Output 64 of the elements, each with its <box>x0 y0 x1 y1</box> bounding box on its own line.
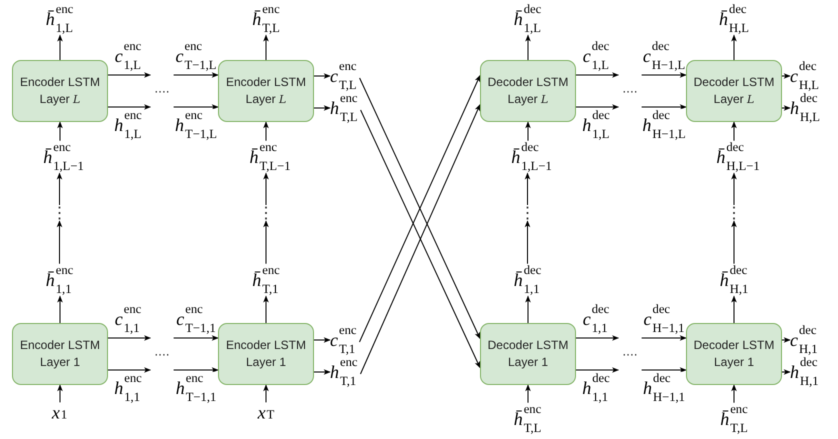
horizontal-ellipsis: ···· <box>154 349 170 361</box>
arrow <box>525 121 531 142</box>
horizontal-ellipsis: ···· <box>154 86 170 98</box>
arrow <box>782 73 791 79</box>
arrow <box>576 335 620 341</box>
arrow <box>57 121 63 142</box>
arrow <box>314 73 331 79</box>
arrow <box>173 104 219 110</box>
arrow <box>524 220 530 264</box>
vertical-ellipsis: ⋮ <box>52 205 68 221</box>
arrow <box>263 172 269 206</box>
arrow <box>576 367 620 373</box>
arrow <box>108 367 152 373</box>
arrow <box>576 104 620 110</box>
arrow <box>108 335 152 341</box>
arrow <box>641 335 687 341</box>
arrow <box>731 220 737 264</box>
arrow <box>57 296 63 324</box>
arrow <box>524 172 530 206</box>
arrow <box>782 369 791 375</box>
arrow <box>314 369 331 375</box>
arrow <box>731 121 737 142</box>
arrow <box>525 34 531 60</box>
horizontal-ellipsis: ···· <box>622 349 638 361</box>
lstm-cell-box: Decoder LSTM Layer L <box>686 60 782 122</box>
lstm-cell-box: Decoder LSTM Layer L <box>480 60 576 122</box>
arrow <box>173 367 219 373</box>
arrow <box>731 172 737 206</box>
lstm-cell-box: Encoder LSTM Layer 1 <box>218 323 314 385</box>
arrow <box>263 296 269 324</box>
arrow <box>263 34 269 60</box>
arrow <box>314 337 331 343</box>
arrow <box>782 337 791 343</box>
arrow <box>56 172 62 206</box>
vertical-ellipsis: ⋮ <box>258 205 274 221</box>
arrow <box>173 72 219 78</box>
arrow <box>57 384 63 403</box>
arrow <box>173 335 219 341</box>
arrow <box>525 384 531 404</box>
arrow <box>782 105 791 111</box>
arrow <box>108 72 152 78</box>
horizontal-ellipsis: ···· <box>622 86 638 98</box>
arrow <box>731 296 737 324</box>
arrow <box>641 367 687 373</box>
arrow <box>108 104 152 110</box>
lstm-cell-box: Encoder LSTM Layer L <box>218 60 314 122</box>
arrow <box>314 105 331 111</box>
arrow <box>641 104 687 110</box>
vertical-ellipsis: ⋮ <box>726 205 742 221</box>
arrow <box>731 384 737 404</box>
arrow <box>641 72 687 78</box>
arrow <box>263 384 269 403</box>
arrow <box>731 34 737 60</box>
vertical-ellipsis: ⋮ <box>520 205 536 221</box>
lstm-cell-box: Encoder LSTM Layer 1 <box>12 323 108 385</box>
arrow <box>263 220 269 264</box>
arrow <box>57 34 63 60</box>
arrow <box>56 220 62 264</box>
lstm-cell-box: Encoder LSTM Layer L <box>12 60 108 122</box>
arrow <box>263 121 269 142</box>
lstm-cell-box: Decoder LSTM Layer 1 <box>686 323 782 385</box>
arrow <box>525 296 531 324</box>
lstm-cell-box: Decoder LSTM Layer 1 <box>480 323 576 385</box>
arrow <box>576 72 620 78</box>
